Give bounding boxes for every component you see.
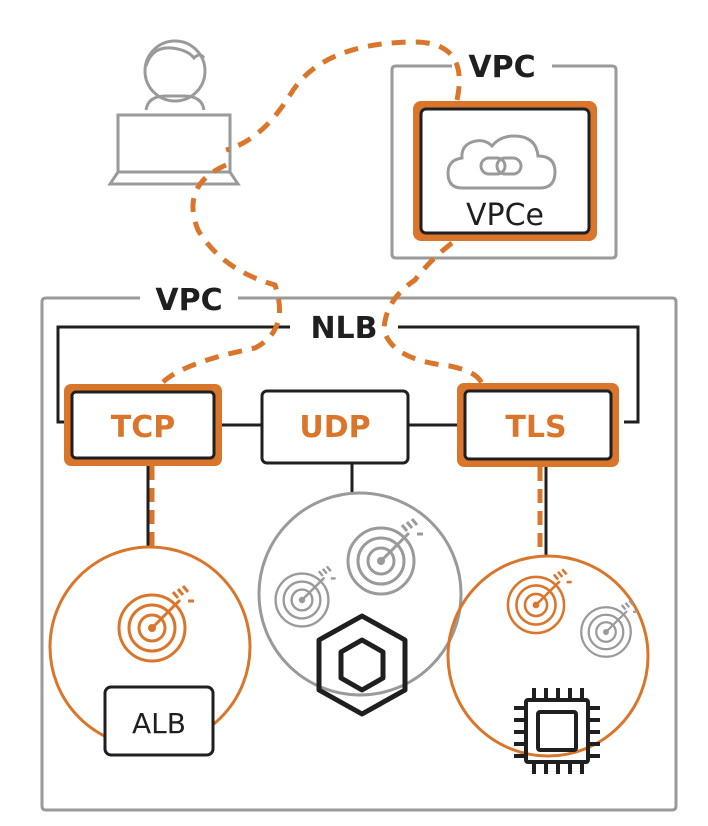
user-laptop-icon [107, 39, 241, 186]
alb-label: ALB [132, 707, 186, 740]
inner-vpc-frame: VPC [390, 50, 618, 260]
endpoint-to-tls-path [381, 241, 485, 386]
vpce-label: VPCe [466, 198, 544, 233]
tls-listener: TLS [457, 383, 619, 467]
tls-to-group-connector [537, 467, 548, 555]
target-icon [346, 517, 425, 596]
tcp-listener: TCP [64, 384, 222, 466]
container-icon [316, 613, 408, 717]
tcp-label: TCP [111, 410, 175, 445]
client-to-endpoint-path [225, 39, 462, 153]
vpc-endpoint: VPCe [413, 101, 597, 241]
tls-label: TLS [505, 410, 566, 445]
udp-listener: UDP [260, 389, 410, 465]
alb-target-group: ALB [48, 545, 252, 757]
target-icon [274, 565, 337, 628]
target-icon [117, 584, 196, 663]
outer-vpc-label: VPC [155, 283, 222, 318]
outer-vpc-frame: VPC [40, 283, 678, 812]
cloud-link-icon [446, 134, 557, 190]
traffic-flow-paths [161, 39, 485, 386]
inner-vpc-label: VPC [468, 50, 535, 85]
nlb-bracket: NLB [56, 311, 640, 424]
listener-row: TCP UDP TLS [64, 383, 619, 467]
client-to-tcp-path [161, 162, 282, 384]
udp-label: UDP [299, 410, 370, 445]
nlb-label: NLB [310, 311, 377, 346]
tcp-to-alb-connector [146, 466, 155, 546]
target-icon [580, 599, 639, 658]
udp-target-group [257, 491, 463, 717]
target-icon [506, 568, 573, 635]
tls-target-group [446, 554, 650, 774]
chip-icon [514, 688, 600, 774]
